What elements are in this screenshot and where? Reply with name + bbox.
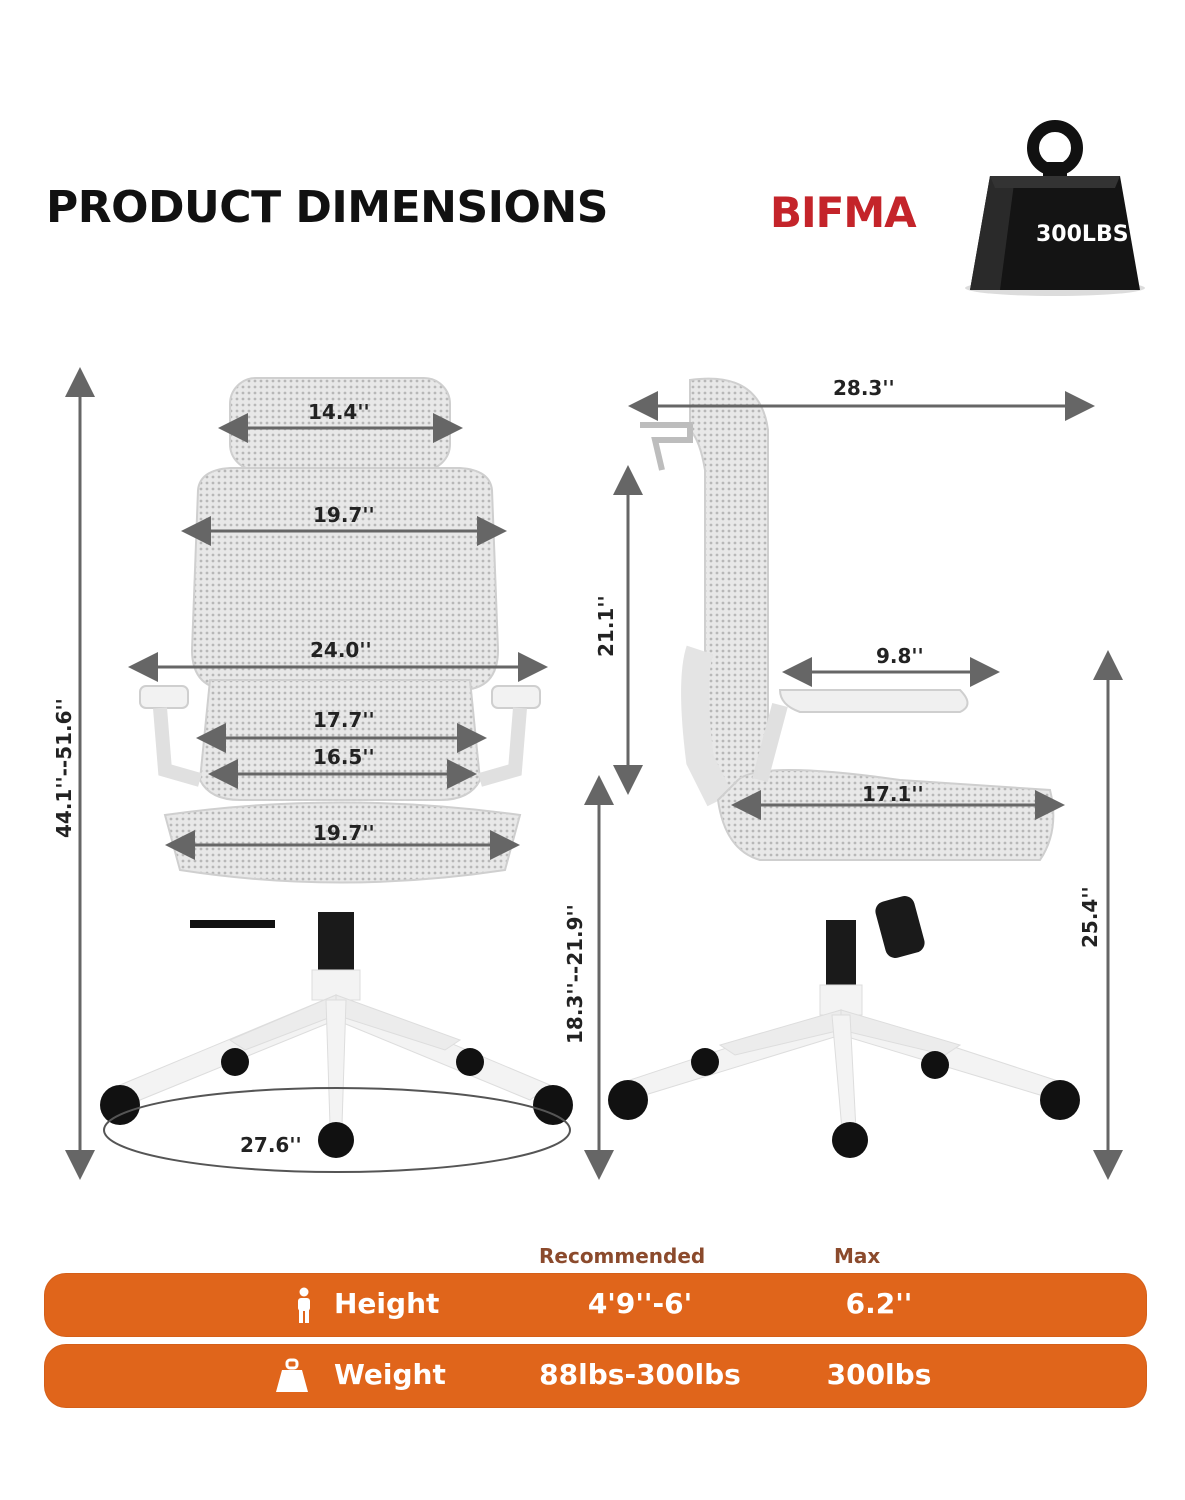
- side-base: [608, 920, 1080, 1158]
- weight-icon: [965, 120, 1145, 296]
- row-max-height: 6.2'': [845, 1287, 913, 1320]
- row-recommended-weight: 88lbs-300lbs: [539, 1358, 741, 1391]
- side-chair: [640, 377, 1055, 958]
- table-row-weight: Weight 88lbs-300lbs 300lbs: [44, 1344, 1147, 1408]
- row-label-weight: Weight: [334, 1358, 446, 1391]
- dim-side-depth: 28.3'': [833, 376, 895, 400]
- front-base: [100, 912, 573, 1158]
- dim-seat-depth: 17.1'': [862, 782, 924, 806]
- person-icon: [298, 1287, 310, 1323]
- table-row-height: Height 4'9''-6' 6.2'': [44, 1273, 1147, 1337]
- row-label-height: Height: [334, 1287, 440, 1320]
- dim-back-width: 19.7'': [313, 503, 375, 527]
- dim-headrest-width: 14.4'': [308, 400, 370, 424]
- dim-back-height: 21.1'': [594, 595, 618, 657]
- row-max-weight: 300lbs: [826, 1358, 932, 1391]
- dim-total-height: 44.1''--51.6'': [52, 698, 76, 838]
- dim-arm-span: 24.0'': [310, 638, 372, 662]
- dim-lumbar-width: 17.7'': [313, 708, 375, 732]
- dim-seat-height: 18.3''--21.9'': [563, 904, 587, 1044]
- dim-base-diameter: 27.6'': [240, 1133, 302, 1157]
- column-header-max: Max: [834, 1244, 881, 1268]
- chair-diagrams: [65, 367, 1123, 1180]
- front-chair: [139, 377, 541, 884]
- page-title: PRODUCT DIMENSIONS: [46, 182, 608, 233]
- bifma-logo: BIFMA: [770, 188, 917, 237]
- weight-bag-icon: [276, 1358, 308, 1392]
- row-recommended-height: 4'9''-6': [587, 1287, 693, 1320]
- dim-inner-width: 16.5'': [313, 745, 375, 769]
- dim-arm-height: 25.4'': [1078, 886, 1102, 948]
- weight-badge-text: 300LBS: [1036, 222, 1129, 247]
- dim-seat-width: 19.7'': [313, 821, 375, 845]
- dim-armrest-length: 9.8'': [876, 644, 924, 668]
- column-header-recommended: Recommended: [539, 1244, 706, 1268]
